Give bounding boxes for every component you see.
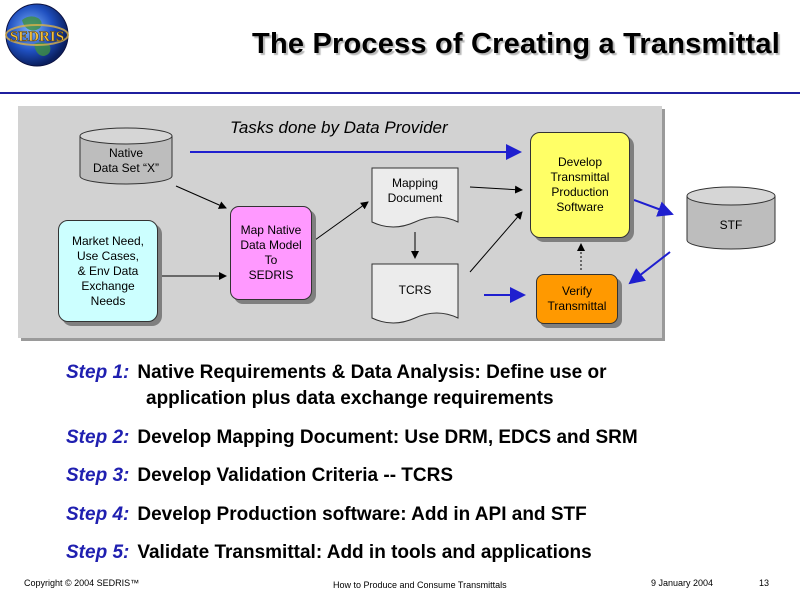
map-native-line: SEDRIS (248, 268, 294, 282)
market-need-box: Market Need, Use Cases, & Env Data Excha… (58, 220, 158, 322)
step-label: Step 3: (66, 465, 130, 486)
step-text: Develop Production software: Add in API … (137, 504, 587, 525)
develop-software-line: Production (551, 185, 609, 199)
step-label: Step 1: (66, 362, 130, 383)
arrow-stf-to-verify (628, 251, 671, 285)
step-label: Step 5: (66, 542, 130, 563)
develop-software-box: Develop Transmittal Production Software (530, 132, 630, 238)
step-2: Step 2: Develop Mapping Document: Use DRM… (66, 427, 638, 449)
step-3: Step 3: Develop Validation Criteria -- TC… (66, 465, 453, 487)
map-native-line: Map Native (240, 223, 302, 237)
tcrs-document-shape (371, 263, 459, 324)
native-data-set-line: Native (108, 146, 143, 160)
sedris-logo: SEDRIS (5, 3, 69, 67)
logo-text: SEDRIS (10, 29, 64, 45)
arrow-document-to-develop (469, 185, 523, 194)
footer-date: 9 January 2004 (651, 578, 714, 588)
mapping-document-shape (371, 167, 459, 228)
develop-software-line: Software (556, 200, 604, 214)
step-label: Step 4: (66, 504, 130, 525)
verify-line: Verify (561, 284, 592, 298)
step-text: Develop Validation Criteria -- TCRS (137, 465, 454, 486)
step-4: Step 4: Develop Production software: Add … (66, 504, 587, 526)
diagram-panel-title: Tasks done by Data Provider (230, 118, 448, 137)
native-data-set-line: Data Set “X” (92, 161, 160, 175)
page-title: The Process of Creating a Transmittal (252, 28, 780, 60)
stf-label: STF (719, 218, 743, 232)
mapping-document-line: Document (387, 191, 443, 205)
market-need-line: Needs (90, 293, 126, 308)
step-label: Step 2: (66, 427, 130, 448)
market-need-line: & Env Data (77, 263, 139, 278)
step-1-continued: application plus data exchange requireme… (146, 388, 554, 409)
footer-copyright: Copyright © 2004 SEDRIS™ (24, 578, 140, 588)
tcrs-document: TCRS (398, 283, 432, 297)
native-data-set-cylinder (79, 127, 173, 185)
native-data-set: Native Data Set “X” (80, 146, 172, 176)
step-text: Native Requirements & Data Analysis: Def… (137, 362, 607, 383)
title-divider (0, 92, 800, 94)
footer-page-number: 13 (759, 578, 770, 588)
step-5: Step 5: Validate Transmittal: Add in tool… (66, 542, 592, 564)
footer-center-title: How to Produce and Consume Transmittals (333, 580, 507, 590)
arrow-tcrs-to-develop (469, 211, 523, 273)
step-text: Validate Transmittal: Add in tools and a… (137, 542, 592, 563)
mapping-document: Mapping Document (372, 176, 458, 206)
verify-transmittal-box: Verify Transmittal (536, 274, 618, 324)
map-native-box: Map Native Data Model To SEDRIS (230, 206, 312, 300)
step-1: Step 1: Native Requirements & Data Analys… (66, 362, 607, 384)
map-native-line: To (264, 253, 278, 267)
market-need-line: Exchange (81, 278, 135, 293)
develop-software-line: Transmittal (550, 170, 610, 184)
develop-software-line: Develop (557, 155, 603, 169)
arrow-map-to-document (314, 201, 369, 241)
stf-cylinder (686, 186, 776, 250)
market-need-line: Market Need, (71, 233, 145, 248)
step-text: Develop Mapping Document: Use DRM, EDCS … (137, 427, 638, 448)
market-need-line: Use Cases, (76, 248, 140, 263)
map-native-line: Data Model (240, 238, 302, 252)
arrow-native-to-map (175, 185, 227, 209)
arrow-develop-to-stf (633, 199, 674, 217)
mapping-document-line: Mapping (391, 176, 439, 190)
verify-line: Transmittal (547, 299, 607, 313)
